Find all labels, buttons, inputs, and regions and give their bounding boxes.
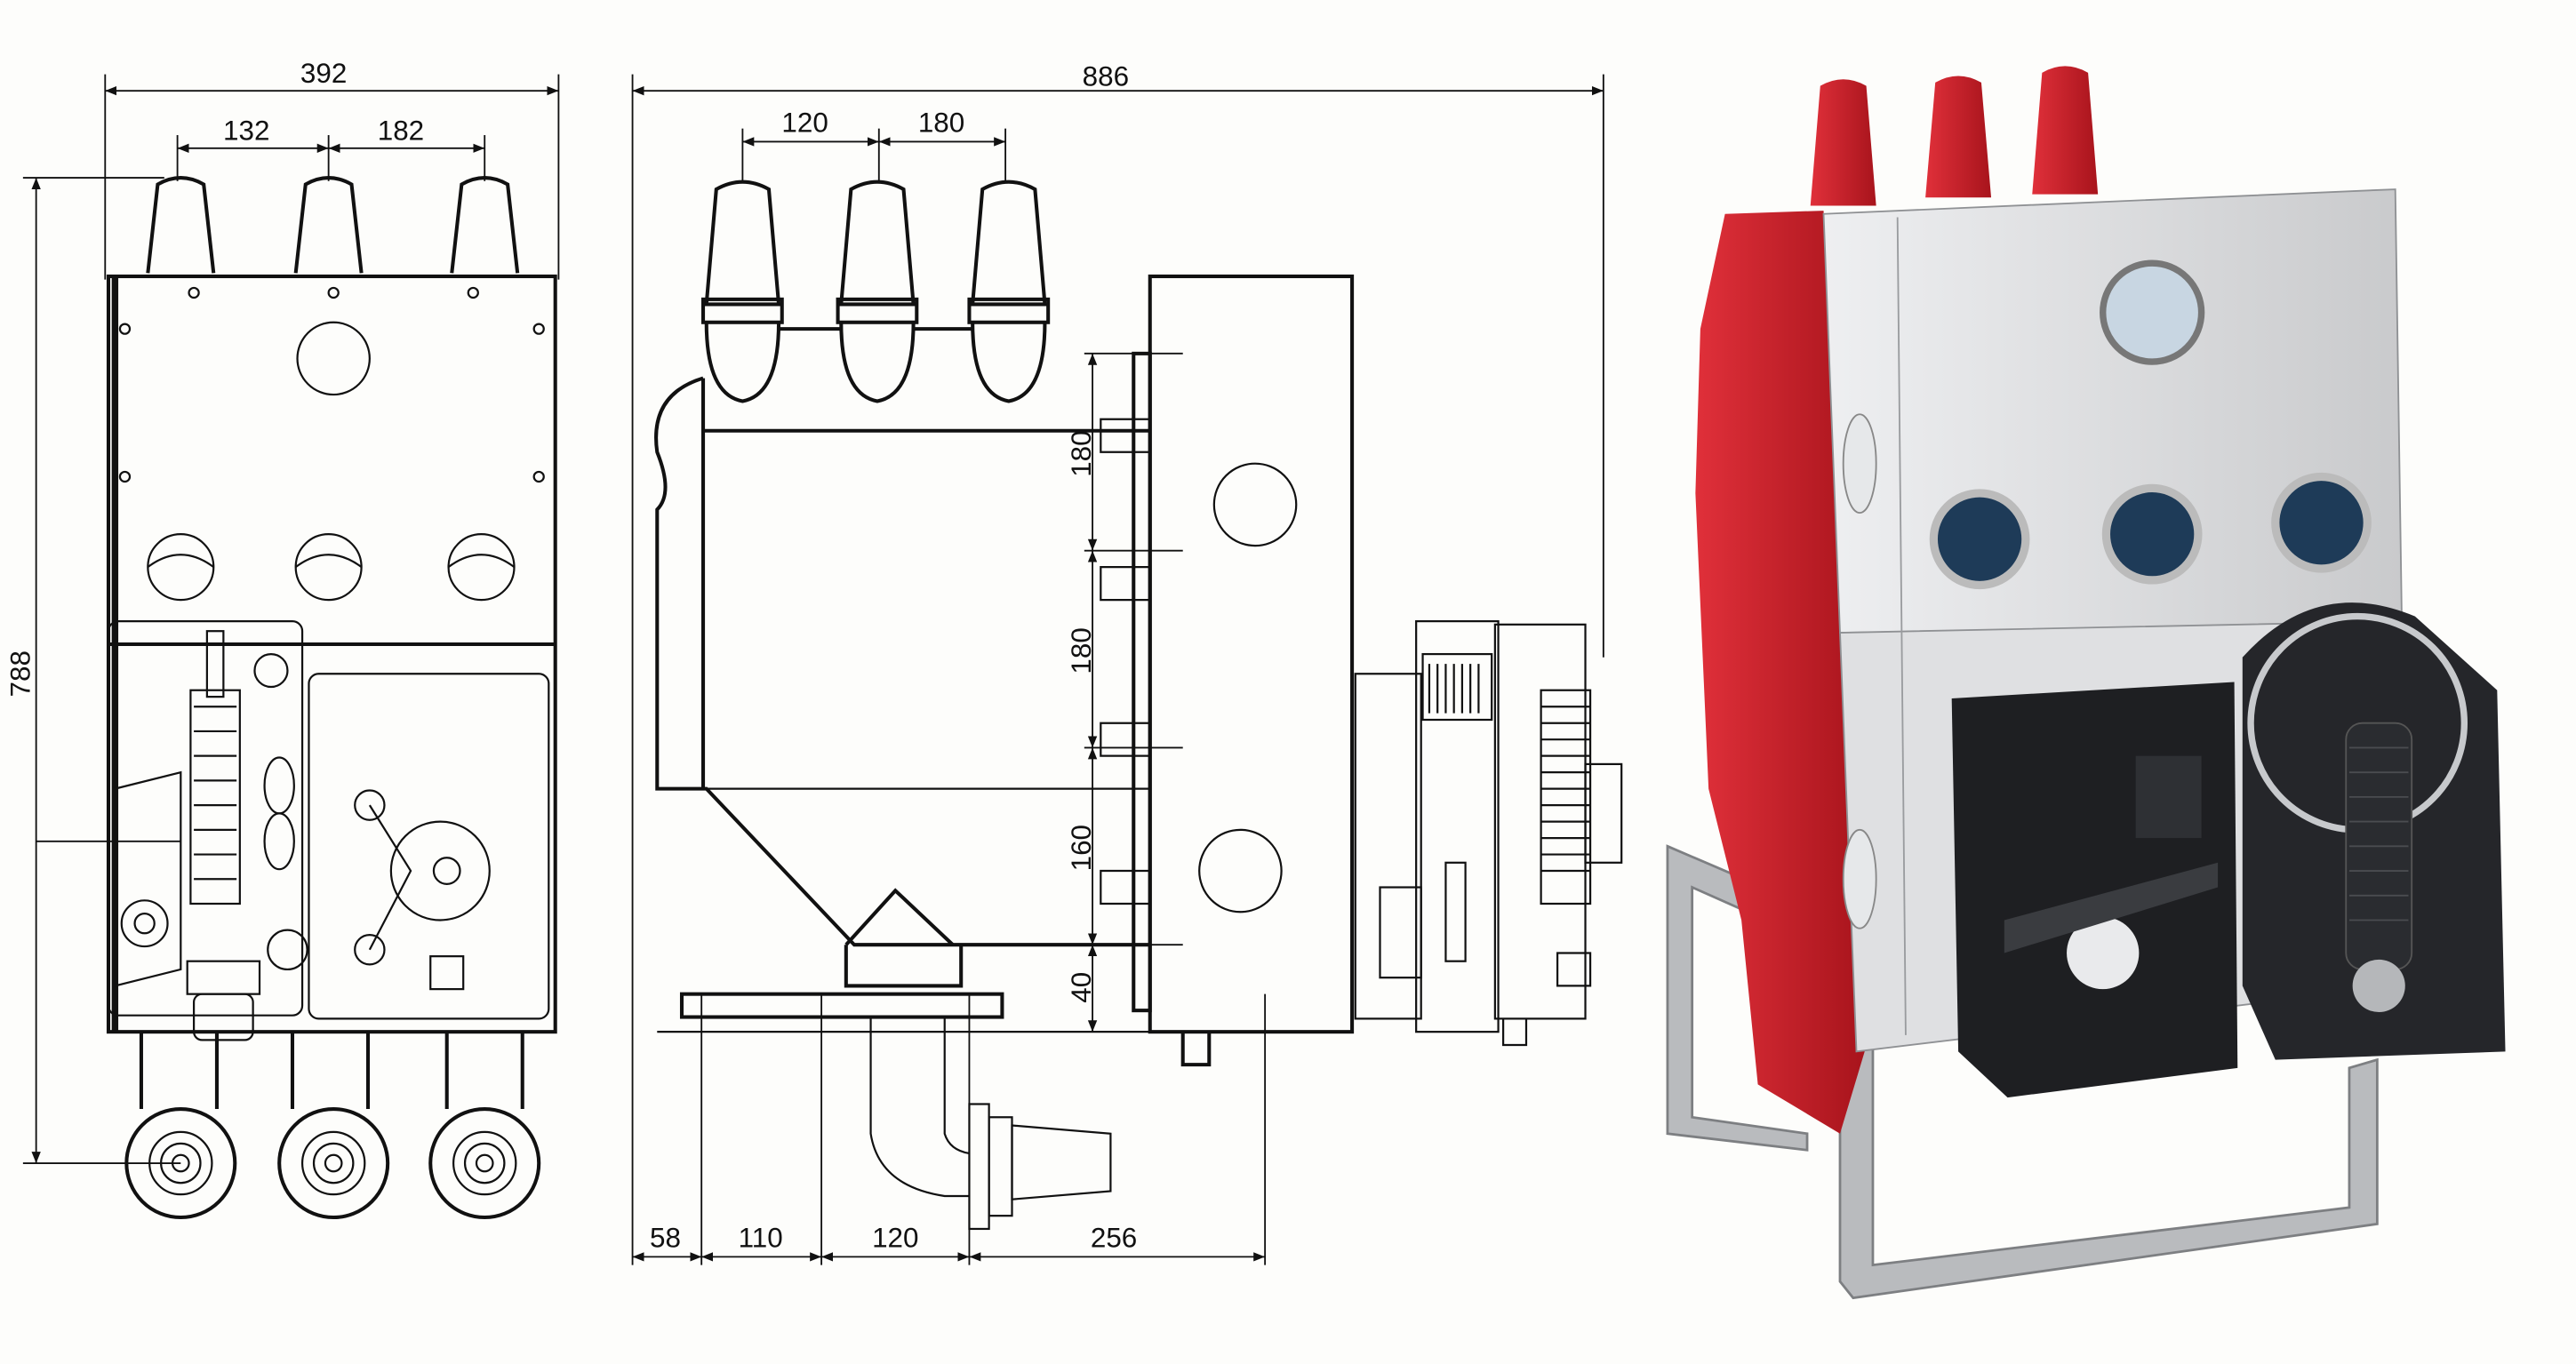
dimension-label: 40	[1066, 972, 1097, 1003]
red-insulating-housing	[1695, 211, 1865, 1134]
side-bottom-cable-connector	[869, 1018, 1112, 1231]
dimension-top-spacing: 120 180	[741, 107, 1007, 181]
dimension-label: 180	[1066, 627, 1097, 674]
dimension-label: 120	[781, 107, 828, 138]
dimension-overall-width: 392	[104, 58, 560, 280]
inspection-windows	[1842, 259, 2372, 929]
dimension-label: 180	[918, 107, 964, 138]
dimension-overall-height: 788	[4, 177, 181, 1164]
dimension-label: 886	[1083, 61, 1129, 92]
dimension-overall-depth: 886	[631, 61, 1604, 1265]
dimension-label: 392	[300, 58, 347, 89]
side-housing	[654, 274, 1355, 1067]
dimension-label: 788	[4, 650, 36, 697]
front-view: 392 132 182 788	[4, 58, 560, 1220]
dimension-label: 110	[739, 1222, 783, 1253]
dimension-label: 132	[223, 116, 269, 147]
dimension-label: 120	[872, 1222, 918, 1253]
dimension-label: 58	[650, 1222, 681, 1253]
black-operating-mechanism	[1951, 602, 2506, 1098]
dimension-label: 256	[1091, 1222, 1137, 1253]
dimension-bottom-chain: 58 110 120 256	[632, 993, 1267, 1265]
side-insulators	[701, 179, 1051, 403]
side-view: 886 120 180 180 180 160 40	[631, 61, 1623, 1265]
dimension-label: 160	[1066, 825, 1097, 871]
dimension-vertical-chain: 180 180 160 40	[985, 352, 1183, 1033]
bottom-terminals	[124, 1032, 541, 1220]
front-operating-mechanism	[107, 620, 550, 1041]
dimension-label: 182	[378, 116, 424, 147]
dimension-pole-spacing: 132 182	[176, 116, 486, 181]
red-bushings	[1810, 66, 2099, 206]
top-bushings	[146, 176, 520, 274]
side-operating-mechanism	[1354, 620, 1623, 1047]
product-photo-vacuum-circuit-breaker	[1666, 66, 2506, 1300]
dimension-label: 180	[1066, 430, 1097, 476]
